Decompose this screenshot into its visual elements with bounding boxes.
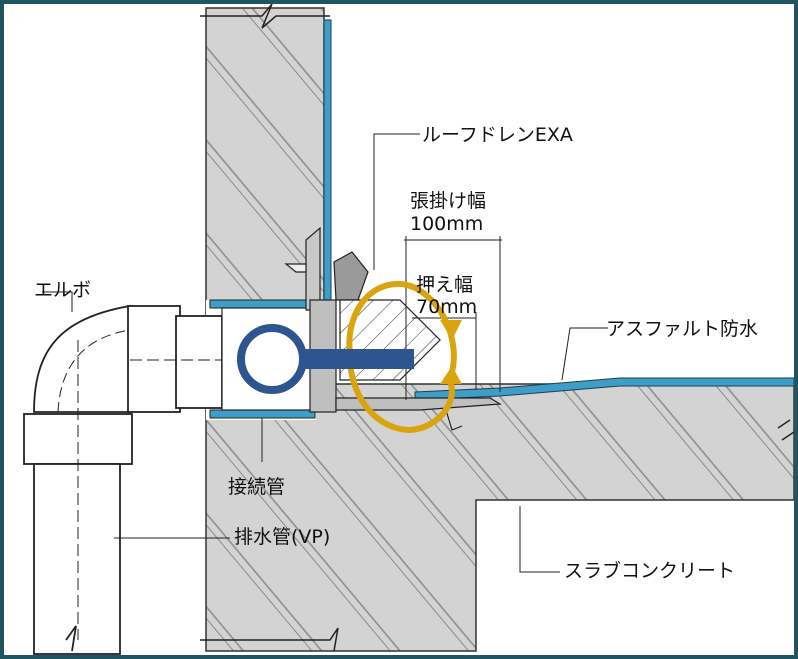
key-icon — [237, 324, 414, 394]
elbow-and-drain-pipe — [23, 304, 300, 655]
wall-bottom-break-line — [200, 627, 339, 652]
wall-top-break-line — [200, 4, 330, 29]
dimension-lines — [404, 236, 502, 400]
leader-lines — [42, 133, 608, 573]
asphalt-waterproofing-label: アスファルト防水 — [606, 318, 759, 340]
slab-concrete-label: スラブコンクリート — [564, 560, 736, 582]
rotate-arrow-head-top — [440, 320, 462, 340]
elbow-label: エルボ — [34, 279, 92, 301]
connection-pipe-label: 接続管 — [228, 476, 286, 498]
press-width-title: 押え幅 — [416, 274, 474, 296]
roof-drain-section-diagram — [23, 4, 794, 655]
press-width-value: 70mm — [416, 296, 478, 318]
overlap-width-value: 100mm — [410, 213, 484, 235]
diagram-frame: ルーフドレンEXA 張掛け幅 100mm 押え幅 70mm エルボ アスファルト… — [4, 4, 794, 655]
overlap-width-title: 張掛け幅 — [410, 190, 487, 212]
wall-waterproof-layer — [323, 19, 332, 303]
drain-pipe-label: 排水管(VP) — [234, 526, 331, 548]
roof-drain-label: ルーフドレンEXA — [422, 124, 573, 146]
roof-drain-fitting — [284, 226, 502, 431]
rotate-arrow-head-bottom — [440, 366, 462, 384]
slab-break-line — [777, 419, 794, 441]
